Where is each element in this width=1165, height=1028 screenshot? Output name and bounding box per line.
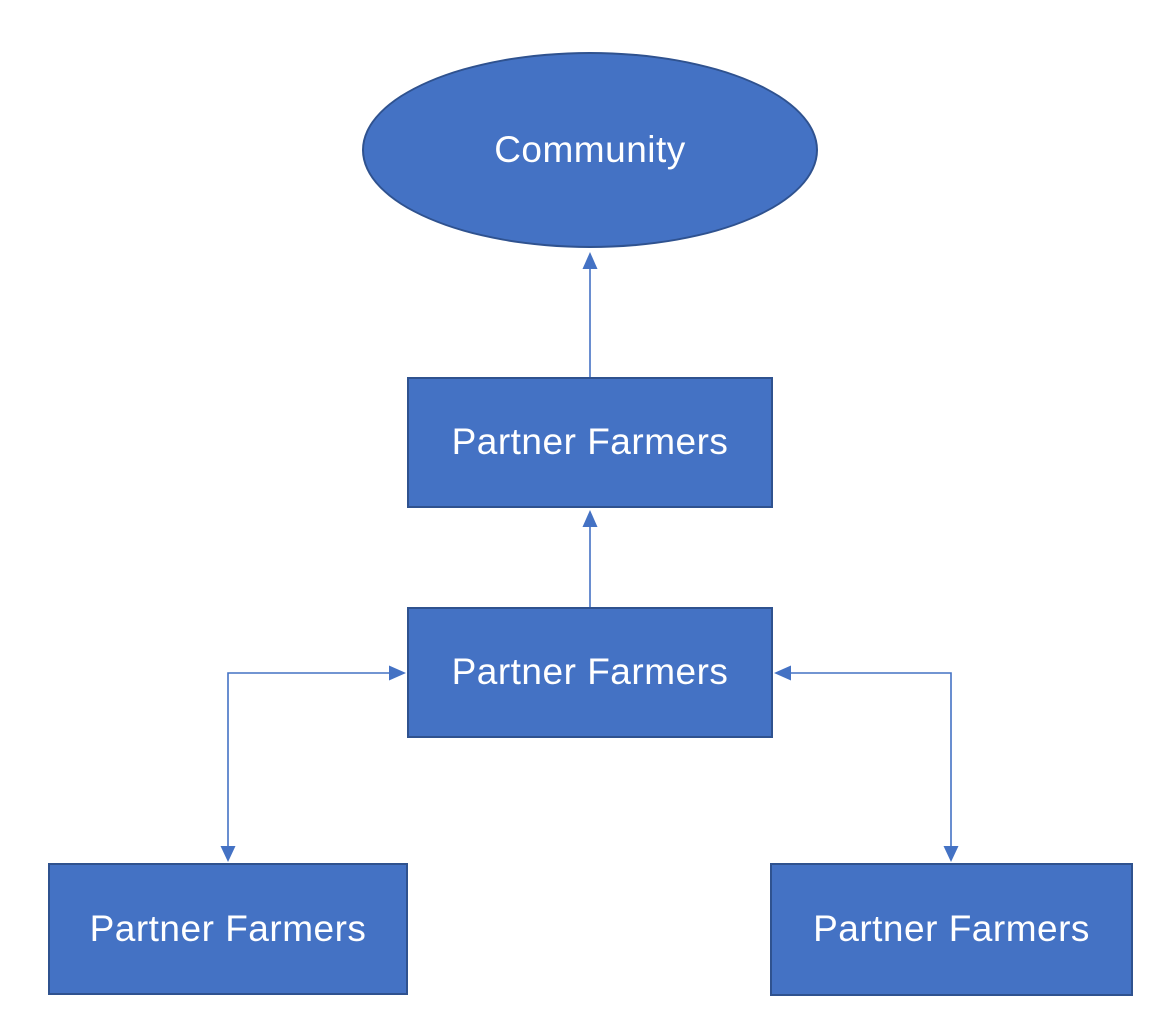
node-partner-farmers-top: Partner Farmers [407, 377, 773, 508]
arrow-partner-middle-to-partner-top [582, 510, 598, 607]
node-partner-farmers-bottom-right: Partner Farmers [770, 863, 1133, 996]
node-community-label: Community [494, 128, 686, 170]
arrow-partner-middle-partner-bottom-left [220, 665, 406, 862]
node-partner-farmers-top-label: Partner Farmers [451, 421, 729, 463]
arrow-partner-top-to-community [582, 252, 598, 377]
node-partner-farmers-bottom-left: Partner Farmers [48, 863, 408, 995]
node-partner-farmers-bottom-right-label: Partner Farmers [813, 908, 1090, 950]
node-partner-farmers-bottom-left-label: Partner Farmers [89, 907, 367, 949]
node-community: Community [362, 52, 818, 248]
node-partner-farmers-middle-label: Partner Farmers [451, 651, 729, 693]
node-partner-farmers-middle: Partner Farmers [407, 607, 773, 738]
arrow-partner-middle-partner-bottom-right [774, 665, 959, 862]
